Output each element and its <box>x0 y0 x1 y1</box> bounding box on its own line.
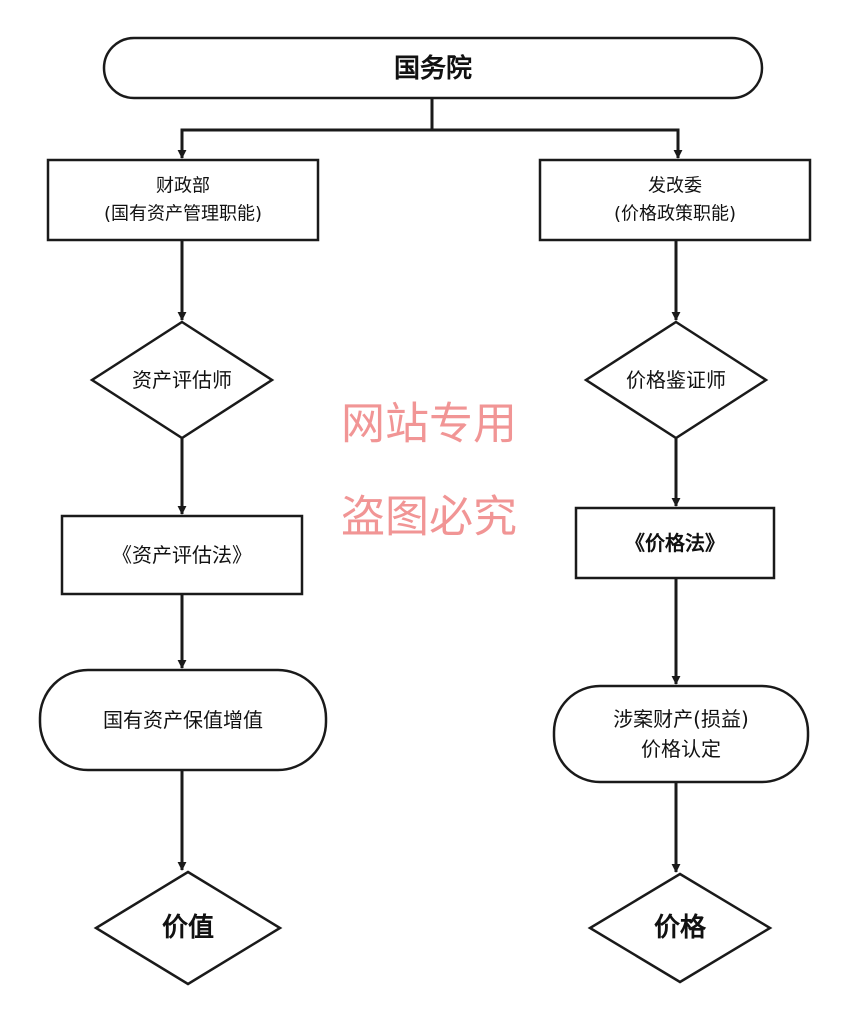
node-left-outcome: 国有资产保值增值 <box>38 668 328 772</box>
node-left-value-label: 价值 <box>162 913 214 943</box>
node-right-outcome-line2: 价格认定 <box>641 737 721 761</box>
node-left-ministry: 财政部 (国有资产管理职能) <box>46 158 320 242</box>
watermark-line2: 盗图必究 <box>341 492 517 543</box>
node-left-ministry-line2: (国有资产管理职能) <box>104 204 262 225</box>
connector-root-to-left <box>177 128 432 159</box>
node-right-price-label: 价格 <box>654 912 707 943</box>
watermark: 网站专用 盗图必究 <box>341 399 517 543</box>
node-left-appraiser-label: 资产评估师 <box>132 368 232 392</box>
node-right-commission-line2: (价格政策职能) <box>614 204 736 225</box>
node-root-label: 国务院 <box>394 53 472 84</box>
node-right-outcome: 涉案财产(损益) 价格认定 <box>552 684 810 784</box>
watermark-line1: 网站专用 <box>341 399 517 450</box>
node-right-price: 价格 <box>587 872 773 984</box>
node-left-ministry-line1: 财政部 <box>156 176 210 197</box>
node-left-appraiser: 资产评估师 <box>89 320 275 440</box>
node-right-outcome-line1: 涉案财产(损益) <box>613 707 749 731</box>
node-right-law: 《价格法》 <box>574 506 776 580</box>
node-left-outcome-label: 国有资产保值增值 <box>103 708 263 732</box>
node-right-commission-line1: 发改委 <box>648 176 702 197</box>
node-left-law-label: 《资产评估法》 <box>112 543 252 567</box>
connectors <box>177 98 683 873</box>
node-right-commission: 发改委 (价格政策职能) <box>538 158 812 242</box>
node-left-value: 价值 <box>93 870 283 986</box>
node-right-appraiser: 价格鉴证师 <box>583 320 769 440</box>
node-right-appraiser-label: 价格鉴证师 <box>626 368 726 392</box>
node-left-law: 《资产评估法》 <box>60 514 304 596</box>
node-right-law-label: 《价格法》 <box>625 531 725 555</box>
node-root: 国务院 <box>102 36 764 100</box>
connector-root-to-right <box>432 128 683 159</box>
